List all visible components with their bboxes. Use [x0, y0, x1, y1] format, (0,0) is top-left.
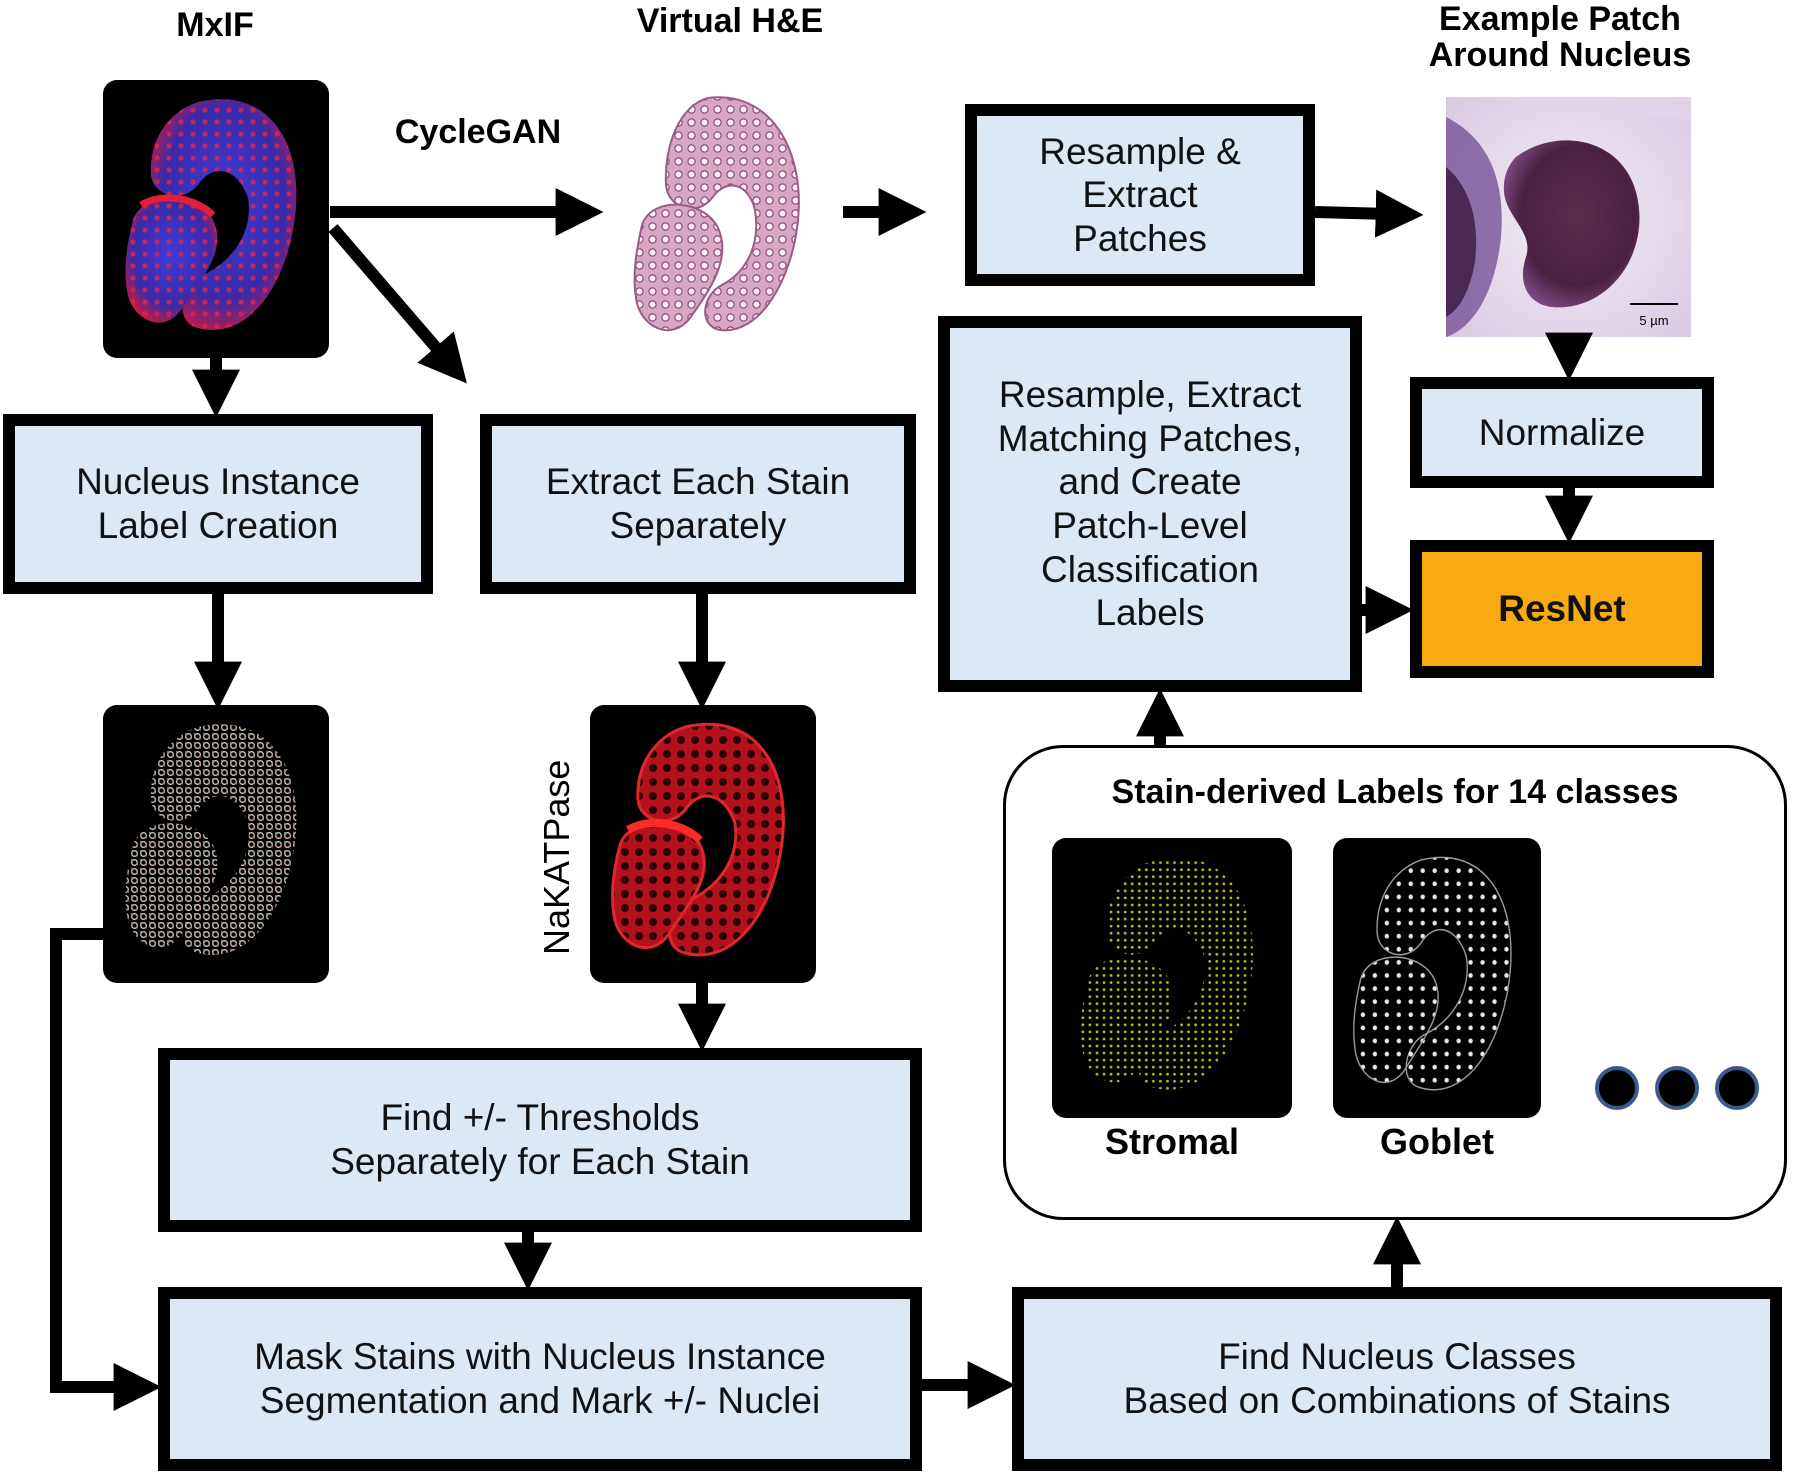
resnet-box: ResNet — [1410, 540, 1714, 678]
arrow-nucleus-image-to-mask — [50, 928, 162, 1411]
stromal-label: Stromal — [1104, 1121, 1240, 1162]
arrow-mxif-to-extract — [328, 224, 467, 384]
normalize-box: Normalize — [1410, 377, 1714, 488]
nakatpase-image — [590, 705, 816, 983]
nucleus-instance-image — [103, 705, 329, 983]
cyclegan-label: CycleGAN — [394, 113, 562, 151]
more-dot-2 — [1655, 1066, 1699, 1110]
find-classes-box: Find Nucleus Classes Based on Combinatio… — [1012, 1287, 1782, 1471]
header-example-patch: Example Patch Around Nucleus — [1428, 0, 1692, 74]
virtual-he-image — [620, 90, 820, 350]
mask-stains-box: Mask Stains with Nucleus Instance Segmen… — [158, 1287, 922, 1471]
stromal-image — [1052, 838, 1292, 1118]
nucleus-instance-box: Nucleus Instance Label Creation — [3, 414, 433, 594]
more-dot-3 — [1715, 1066, 1759, 1110]
resample-extract-box: Resample & Extract Patches — [965, 104, 1315, 286]
header-mxif: MxIF — [176, 6, 254, 44]
example-patch-image: 5 µm — [1446, 97, 1691, 337]
header-virtual-he: Virtual H&E — [636, 2, 824, 40]
more-dot-1 — [1595, 1066, 1639, 1110]
mxif-image — [103, 80, 329, 358]
find-thresholds-box: Find +/- Thresholds Separately for Each … — [158, 1048, 922, 1232]
scale-bar-label: 5 µm — [1639, 313, 1668, 328]
goblet-label: Goblet — [1380, 1121, 1494, 1162]
resample-matching-box: Resample, Extract Matching Patches, and … — [938, 316, 1362, 692]
arrow-resample-to-patch — [1314, 189, 1424, 238]
goblet-image — [1333, 838, 1541, 1118]
stain-panel-title: Stain-derived Labels for 14 classes — [1111, 773, 1679, 811]
extract-stain-box: Extract Each Stain Separately — [480, 414, 916, 594]
